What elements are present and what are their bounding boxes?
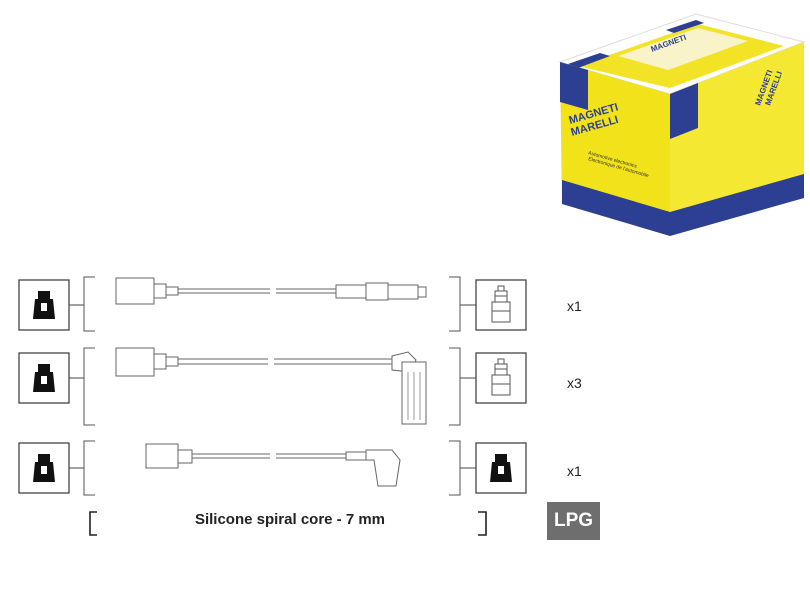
distributor-cap-icon — [18, 279, 70, 331]
quantity-row-1: x1 — [567, 298, 582, 314]
quantity-row-2: x3 — [567, 375, 582, 391]
quantity-row-3: x1 — [567, 463, 582, 479]
lead-row-3 — [18, 440, 527, 496]
cable-spec-caption: Silicone spiral core - 7 mm — [194, 511, 386, 528]
caption-bracket-right — [478, 511, 487, 536]
lead-row-2 — [18, 347, 527, 426]
distributor-cap-icon — [18, 352, 70, 404]
lpg-badge: LPG — [547, 502, 600, 540]
coil-boot-icon — [475, 442, 527, 494]
spark-plug-icon — [475, 352, 527, 404]
lead-row-1 — [18, 276, 527, 332]
distributor-cap-icon — [18, 442, 70, 494]
product-box-image: MAGNETI MARELLI Automotive electronics E… — [558, 13, 806, 236]
caption-bracket-left — [89, 511, 97, 536]
spark-plug-icon — [475, 279, 527, 331]
